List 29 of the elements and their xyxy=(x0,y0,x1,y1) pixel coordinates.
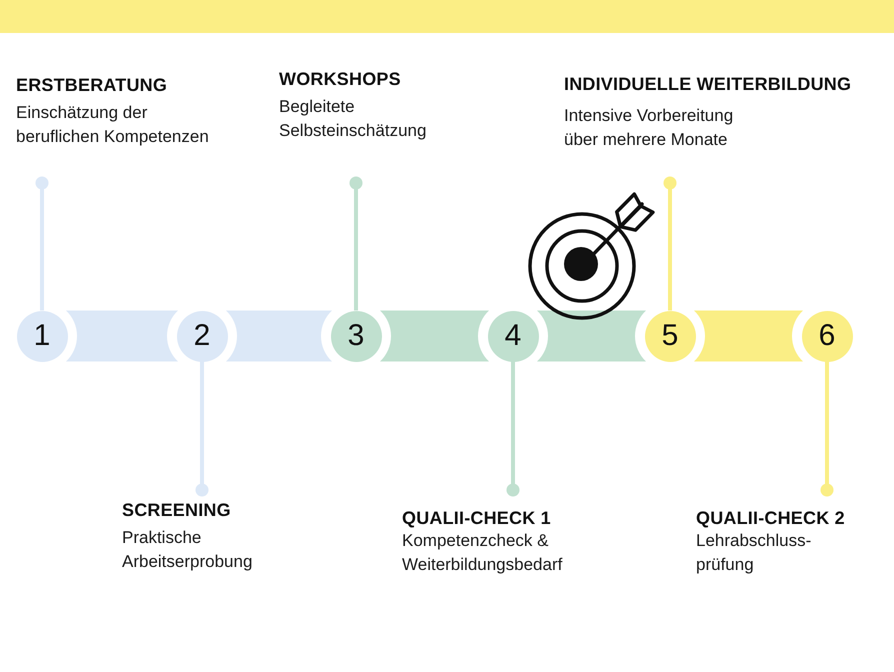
step-description: Intensive Vorbereitung über mehrere Monate xyxy=(564,105,734,151)
leader-line xyxy=(196,362,208,496)
step-title: QUALII-CHECK 2 xyxy=(696,507,845,529)
leader-line xyxy=(350,176,362,310)
step-description: Lehrabschluss- prüfung xyxy=(696,530,812,576)
step-number-circle: 3 xyxy=(330,310,382,362)
step-title: ERSTBERATUNG xyxy=(16,74,168,96)
timeline-band xyxy=(66,310,178,362)
leader-line xyxy=(664,176,676,310)
step-number-circle: 2 xyxy=(176,310,228,362)
step-title: WORKSHOPS xyxy=(279,68,401,90)
leader-line xyxy=(36,176,48,310)
timeline-band xyxy=(694,310,804,362)
timeline-band xyxy=(536,310,646,362)
timeline-band xyxy=(380,310,490,362)
timeline-band xyxy=(226,310,332,362)
step-title: QUALII-CHECK 1 xyxy=(402,507,551,529)
step-title: INDIVIDUELLE WEITERBILDUNG xyxy=(564,73,852,95)
step-description: Praktische Arbeitserprobung xyxy=(122,527,254,573)
step-number-circle: 1 xyxy=(16,310,68,362)
step-description: Kompetenzcheck & Weiterbildungsbedarf xyxy=(402,530,564,576)
step-number-circle: 5 xyxy=(644,310,696,362)
step-description: Begleitete Selbsteinschätzung xyxy=(279,96,428,142)
step-title: SCREENING xyxy=(122,499,231,521)
leader-line xyxy=(506,362,520,496)
step-number-circle: 6 xyxy=(802,310,852,362)
leader-line xyxy=(820,362,834,496)
step-description: Einschätzung der beruflichen Kompetenzen xyxy=(16,102,210,148)
step-number-circle: 4 xyxy=(488,310,538,362)
